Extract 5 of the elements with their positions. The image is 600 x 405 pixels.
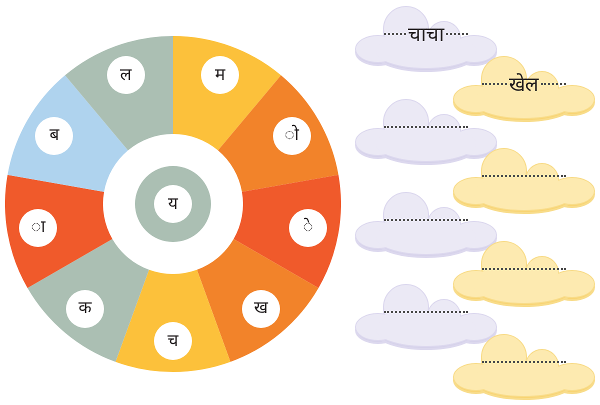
wheel-segment: [5, 174, 113, 289]
cloud-word: चाचा: [407, 21, 446, 47]
letter-circle: य: [154, 185, 192, 223]
wheel-segment: [65, 36, 173, 151]
cloud-word: खेल: [508, 71, 540, 97]
